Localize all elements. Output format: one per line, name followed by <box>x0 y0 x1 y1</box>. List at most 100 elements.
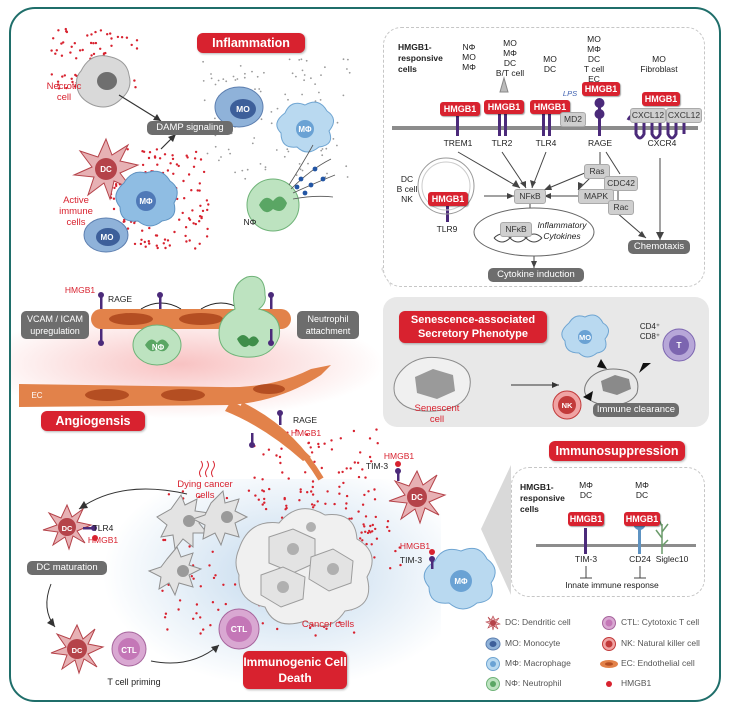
macrophage-cell-immunosuppression <box>423 547 496 610</box>
hmgb1-dot <box>202 60 205 63</box>
monocyte-cell <box>214 86 264 128</box>
legend-ec-text: EC: Endothelial cell <box>621 658 695 668</box>
hmgb1-dot <box>206 227 209 231</box>
hmgb1-dot <box>371 523 374 527</box>
hmgb1-dot <box>92 52 96 56</box>
hmgb1-dot <box>198 182 201 185</box>
neutrophil-attachment-text: Neutrophil attachment <box>305 314 351 336</box>
hmgb1-dot <box>258 88 261 90</box>
senescent-cell-label: Senescent cell <box>414 403 460 425</box>
hmgb1-dot <box>188 239 191 242</box>
hmgb1-dot <box>155 148 159 151</box>
hmgb1-dot <box>298 59 301 61</box>
hmgb1-dot <box>222 78 225 80</box>
immune-clearance-box: Immune clearance <box>593 403 679 417</box>
hmgb1-dot <box>186 156 189 159</box>
arrowhead <box>79 501 88 509</box>
hmgb1-dot <box>148 151 152 154</box>
hmgb1-dot <box>306 491 309 494</box>
hmgb1-dot <box>332 138 335 140</box>
hmgb1-dot <box>295 429 298 432</box>
hmgb1-dot <box>364 530 367 533</box>
vcam-icam-text: VCAM / ICAM upregulation <box>26 314 83 336</box>
hmgb1-dot <box>56 80 60 83</box>
endothelial-sprout <box>19 365 331 481</box>
tlr9-cell-2: NK <box>401 194 413 204</box>
hmgb1-dot <box>342 481 345 485</box>
hmgb1-dot <box>164 612 168 615</box>
arrowhead <box>47 618 55 627</box>
hmgb1-dot <box>182 179 185 183</box>
hmgb1-dot <box>171 154 174 157</box>
hmgb1-dot <box>357 475 361 479</box>
title-inflammation: Inflammation <box>197 33 305 53</box>
hmgb1-dot <box>187 217 191 220</box>
hmgb1-dot <box>305 59 308 62</box>
hmgb1-dot <box>155 234 159 237</box>
hmgb1-dot <box>295 174 298 177</box>
hmgb1-dot <box>253 137 256 139</box>
receptor-label-trem1: TREM1 <box>443 138 473 148</box>
hmgb1-dot <box>299 488 302 491</box>
hmgb1-dot <box>234 171 237 174</box>
hmgb1-dot <box>198 495 201 498</box>
hmgb1-label-vessel: HMGB1 <box>64 285 96 295</box>
tim3-receptor-macrophage <box>429 549 435 569</box>
cell-label-ctl-priming: CTL <box>121 646 137 655</box>
hmgb1-dot <box>254 494 257 497</box>
hmgb1-dot <box>225 80 228 83</box>
hmgb1-dot <box>337 471 341 474</box>
siglec10-receptor-panel <box>655 517 669 554</box>
hmgb1-dot <box>140 238 143 241</box>
hmgb1-dot <box>311 493 315 496</box>
hmgb1-dot <box>341 470 344 474</box>
hmgb1-dot <box>344 507 348 510</box>
hmgb1-dot <box>363 493 366 497</box>
hmgb1-dot <box>359 451 362 454</box>
hmgb1-dot <box>326 172 328 175</box>
hmgb1-dot <box>283 498 286 501</box>
hmgb1-dot <box>246 168 249 171</box>
hmgb1-dot <box>166 628 169 631</box>
immuno-callout-wedge <box>481 465 511 595</box>
hmgb1-dot <box>376 442 379 445</box>
hmgb1-dot <box>90 33 93 36</box>
hmgb1-dot <box>163 153 167 156</box>
legend-dc-icon <box>485 615 501 631</box>
hmgb1-dot <box>309 446 312 449</box>
hmgb1-dot <box>227 148 230 151</box>
hmgb1-dot <box>288 58 291 61</box>
hmgb1-dot <box>394 549 397 553</box>
hmgb1-dot <box>310 503 314 506</box>
hmgb1-dot <box>298 499 301 502</box>
hmgb1-dot <box>141 229 144 232</box>
legend-mo-icon <box>485 637 501 651</box>
hmgb1-dot <box>214 145 217 148</box>
hmgb1-dot <box>281 471 284 474</box>
hmgb1-dot <box>267 448 271 451</box>
cell-label-mphi-immuno: MΦ <box>454 577 468 586</box>
hmgb1-dot <box>171 157 175 161</box>
hmgb1-dot <box>399 563 402 567</box>
mapk-pill: MAPK <box>578 189 614 204</box>
hmgb1-dot <box>220 156 222 158</box>
hmgb1-dot <box>211 550 214 553</box>
hmgb1-dot <box>287 477 290 480</box>
hmgb1-dot <box>368 455 372 459</box>
hmgb1-dot <box>172 172 175 175</box>
hmgb1-dot <box>232 75 235 78</box>
hmgb1-dot <box>361 539 364 542</box>
hmgb1-dot <box>167 493 171 496</box>
hmgb1-dot <box>345 165 348 168</box>
necrotic-cell-label: Necrotic cell <box>46 81 82 103</box>
hmgb1-dot <box>193 157 197 160</box>
hmgb1-dot <box>109 32 112 35</box>
hmgb1-dot <box>353 461 356 464</box>
hmgb1-dot <box>177 164 180 168</box>
rage-receptors-vessel <box>98 292 274 346</box>
hmgb1-dot <box>369 524 372 528</box>
rage-receptors-sprout <box>249 410 283 448</box>
hmgb1-dot <box>133 221 136 225</box>
